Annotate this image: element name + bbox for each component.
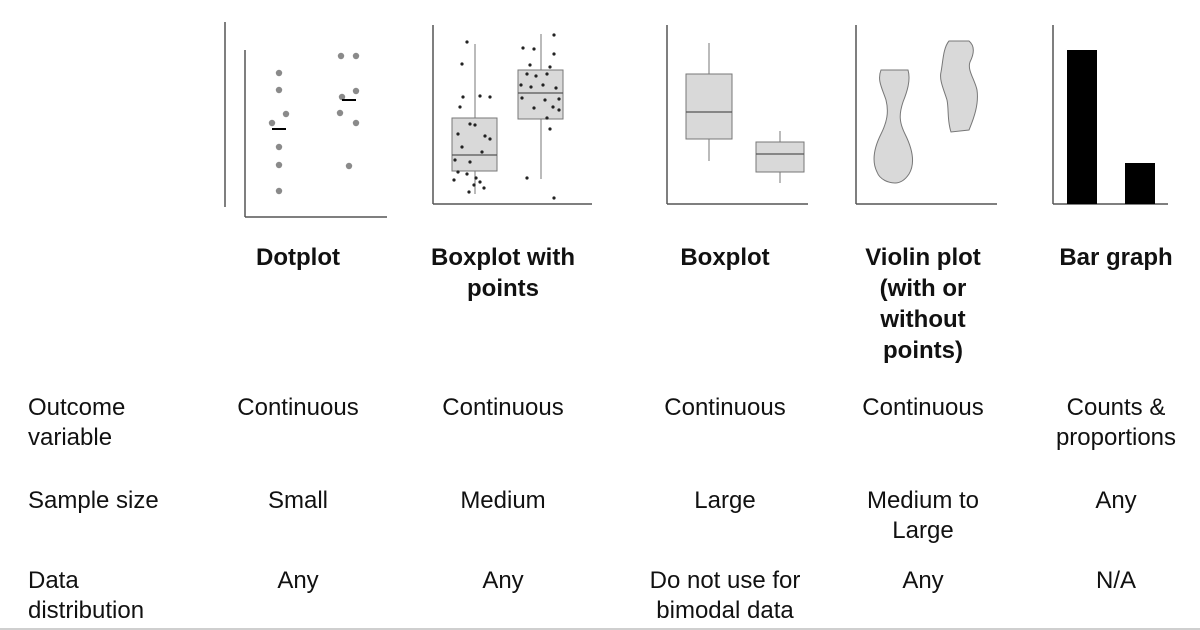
cell-distribution-bar-graph: N/A [1095, 567, 1136, 594]
violin-plot-thumbnail [855, 25, 997, 205]
cell-sample-bar-graph: Any [1095, 487, 1137, 514]
cell-sample-boxplot: Large [694, 487, 756, 514]
cell-outcome-dotplot: Continuous [237, 394, 359, 421]
dotplot-thumbnail [224, 22, 387, 218]
cell-distribution-boxplot-with-points: Any [482, 567, 524, 594]
cell-sample-dotplot: Small [267, 487, 328, 514]
row-label-data-distribution: Data distribution [28, 567, 145, 624]
row-label-outcome-variable: Outcome variable [28, 394, 126, 451]
cell-distribution-boxplot: Do not use for bimodal data [649, 567, 801, 624]
boxplot-thumbnail [666, 25, 808, 205]
cell-sample-violin-plot: Medium to Large [866, 487, 980, 544]
cell-distribution-violin-plot: Any [902, 567, 944, 594]
bar [1125, 163, 1155, 204]
bar [1067, 50, 1097, 204]
column-title-boxplot: Boxplot [680, 244, 770, 271]
row-label-sample-size: Sample size [28, 487, 159, 514]
column-title-boxplot-with-points: Boxplot with points [431, 244, 575, 302]
cell-distribution-dotplot: Any [277, 567, 319, 594]
cell-outcome-violin-plot: Continuous [862, 394, 984, 421]
boxplot-with-points-thumbnail [432, 25, 592, 205]
bottom-divider [0, 628, 1200, 630]
cell-outcome-boxplot-with-points: Continuous [442, 394, 564, 421]
cell-outcome-bar-graph: Counts & proportions [1055, 394, 1177, 451]
bar-graph-thumbnail [1052, 25, 1168, 205]
cell-outcome-boxplot: Continuous [664, 394, 786, 421]
column-title-violin-plot: Violin plot (with or without points) [865, 244, 981, 364]
column-title-bar-graph: Bar graph [1059, 244, 1173, 271]
column-title-dotplot: Dotplot [256, 244, 340, 271]
cell-sample-boxplot-with-points: Medium [460, 487, 546, 514]
